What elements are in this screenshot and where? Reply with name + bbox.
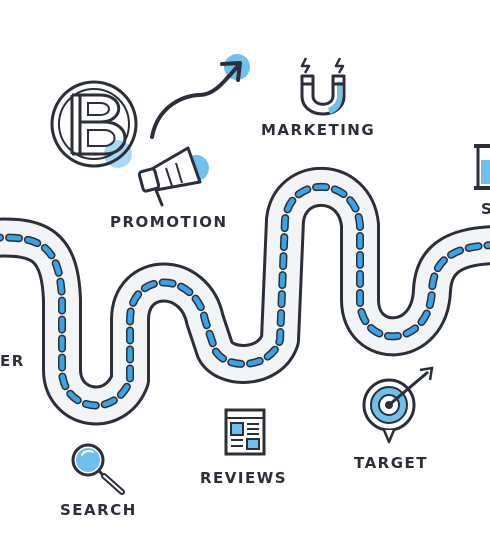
logo-b-icon [50,80,138,168]
megaphone-icon [137,146,209,207]
newspaper-icon [224,408,266,456]
hourglass-icon [474,144,490,190]
target-icon [362,366,434,444]
label-search: SEARCH [60,501,137,519]
magnifier-icon [71,443,125,495]
magnet-icon [300,57,346,116]
label-target: TARGET [354,454,429,472]
label-marketing: MARKETING [261,121,376,139]
label-partial-right: S [481,200,490,218]
arrow-up-icon [150,54,250,139]
winding-road [0,166,490,426]
label-promotion: PROMOTION [110,213,228,231]
label-partial-left: ER [0,352,25,370]
label-reviews: REVIEWS [200,469,288,487]
